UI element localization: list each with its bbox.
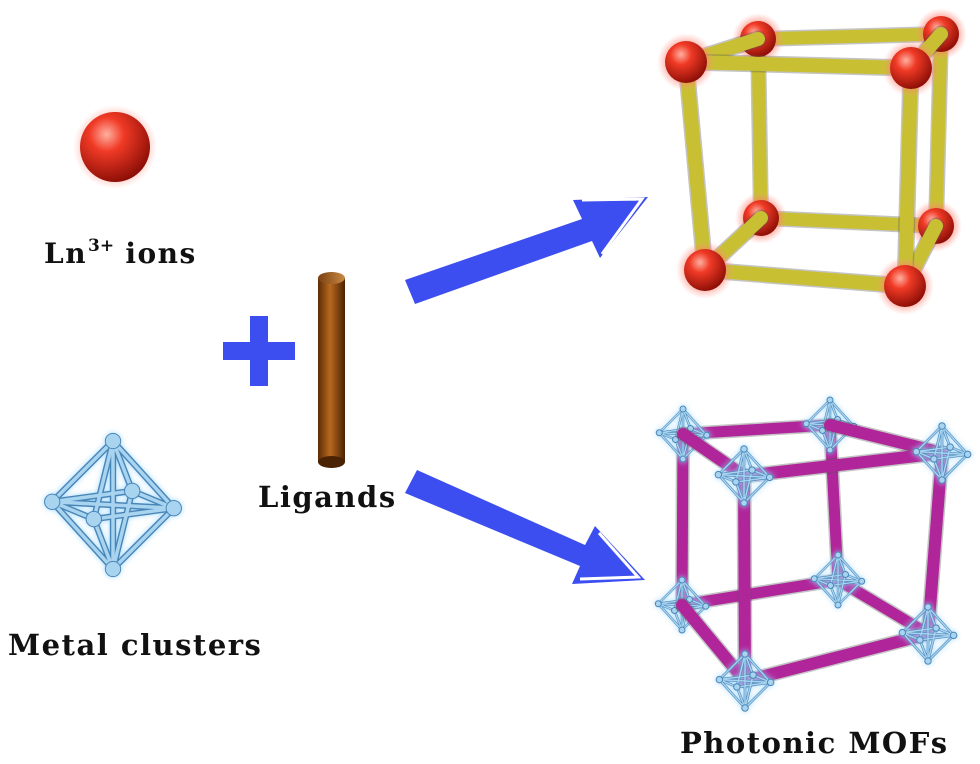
ln-framework-rod xyxy=(679,55,918,75)
metal-cluster-octahedron-icon xyxy=(44,432,182,578)
mof-linker-rod xyxy=(832,574,934,640)
ligand-rod-icon xyxy=(318,272,345,468)
ln-framework-rod xyxy=(929,27,948,233)
metal-cluster-octahedron-icon xyxy=(715,650,775,712)
ln-node-sphere xyxy=(665,41,707,83)
ln-framework-rod xyxy=(679,55,712,277)
mof-linker-rod xyxy=(922,447,948,640)
plus-sign-icon xyxy=(223,316,295,386)
ln-framework-rod xyxy=(698,263,912,293)
ln-framework-cube xyxy=(657,8,967,315)
arrow-icon xyxy=(405,470,645,584)
mof-linker-rod xyxy=(824,419,948,459)
metal-cluster-octahedron-icon xyxy=(912,422,972,484)
mof-linker-rod xyxy=(738,447,948,482)
mof-linker-rod xyxy=(676,574,844,611)
metal-cluster-octahedron-icon xyxy=(714,445,774,507)
metal-clusters-label: Metal clusters xyxy=(8,628,263,662)
ligands-label: Ligands xyxy=(258,480,397,514)
arrow-icon xyxy=(405,197,648,304)
ln-node-sphere xyxy=(890,47,932,89)
ln-ion-sphere-icon xyxy=(73,105,157,189)
ln-framework-rod xyxy=(751,27,948,46)
ln-ions-label: Ln3+ ions xyxy=(44,236,197,270)
ln-node-sphere xyxy=(684,249,726,291)
mof-linker-rod xyxy=(676,428,689,611)
mof-linker-rod xyxy=(676,599,751,687)
photonic-mof-cube xyxy=(654,396,972,712)
ln-framework-rod xyxy=(898,61,918,293)
metal-cluster-octahedron-icon xyxy=(898,603,958,665)
mof-linker-rod xyxy=(677,428,750,482)
photonic-mofs-label: Photonic MOFs xyxy=(680,726,949,760)
mof-linker-rod xyxy=(739,628,934,687)
metal-cluster-octahedron-icon xyxy=(810,551,866,609)
ln-node-sphere xyxy=(884,265,926,307)
mof-linker-rod xyxy=(738,470,751,687)
metal-cluster-octahedron-icon xyxy=(44,432,182,578)
